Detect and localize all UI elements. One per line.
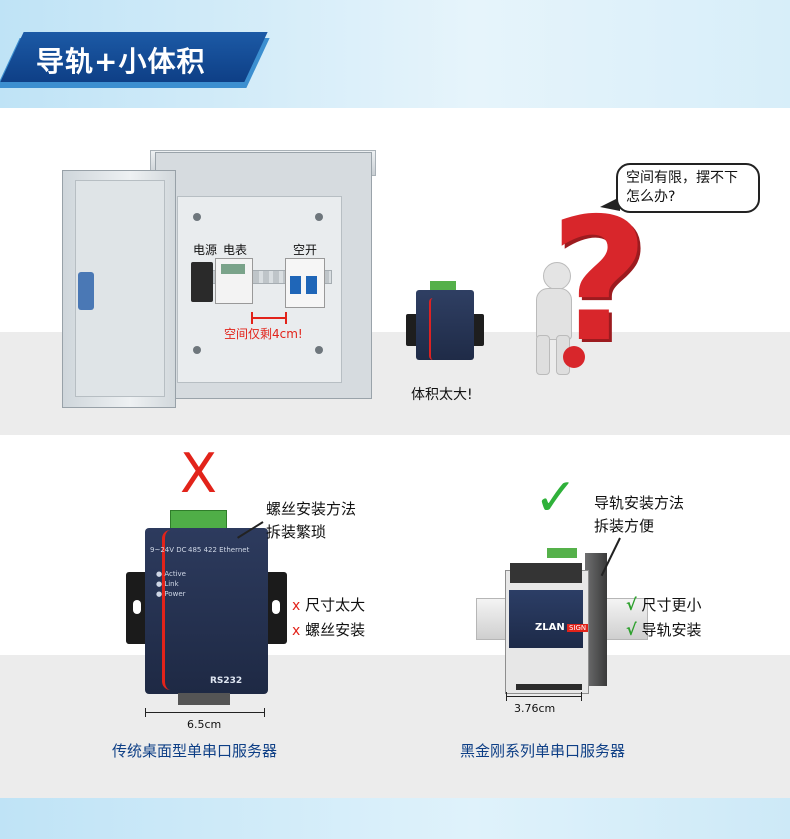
label-meter: 电表 [223,243,248,257]
thinking-person-body [536,288,572,340]
pro-item: √ 导轨安装 [626,620,702,639]
screw-icon [193,346,201,354]
brand-logo: ZLAN [535,622,565,633]
rail-install-note: 导轨安装方法 [594,494,685,512]
width-label: 3.76cm [514,702,556,715]
con-item: x 尺寸太大 [292,596,366,614]
speech-bubble-line2: 怎么办? [626,189,676,205]
device-red-stripe [429,298,437,360]
thinking-person-icon [543,262,571,290]
cross-mark-icon: X [180,442,217,505]
speech-bubble-line1: 空间有限，摆不下 [626,170,738,186]
pro-item: √ 尺寸更小 [626,595,702,614]
breaker-switch [306,276,317,294]
con-item: x 螺丝安装 [292,621,366,639]
too-big-caption: 体积太大! [411,387,473,403]
left-product-caption: 传统桌面型单串口服务器 [112,742,278,760]
footer-band [0,798,790,839]
banner-title: 导轨+小体积 [36,45,206,78]
device-model: RS232 [210,676,243,686]
brand-tag: SIGN [567,624,589,632]
din-device-face [509,590,583,648]
door-lock-icon [78,272,94,310]
desktop-serial-server [145,528,268,694]
desktop-device-small [416,290,474,360]
screw-mount-ear [126,572,148,644]
screw-icon [315,213,323,221]
din-device-foot [516,684,582,690]
check-mark-icon: ✓ [534,468,578,528]
remaining-space-note: 空间仅剩4cm! [224,327,303,341]
mount-ear [472,314,484,346]
meter-display [221,264,245,274]
screw-icon [315,346,323,354]
right-product-caption: 黑金刚系列单串口服务器 [460,742,626,760]
width-dimension [506,692,582,701]
width-label: 6.5cm [187,718,222,731]
device-red-stripe [162,530,179,690]
gray-strip-bottom [0,655,790,798]
db9-port [178,693,230,705]
din-device-side [585,553,607,686]
rail-install-note: 拆装方便 [594,517,655,535]
power-supply-icon [191,262,213,302]
device-label: ● Active [156,570,186,578]
label-power: 电源 [193,243,218,257]
breaker-switch [290,276,301,294]
device-label: ● Power [156,590,186,598]
red-ball [563,346,585,368]
screw-install-note: 螺丝安装方法 [266,500,357,518]
mount-ear [406,314,418,346]
speech-bubble [616,163,760,213]
device-label: 9~24V DC [150,546,187,554]
remaining-space-dimension [251,312,287,324]
screw-icon [193,213,201,221]
din-device-top [510,563,582,583]
label-breaker: 空开 [293,243,318,257]
screw-install-note: 拆装繁琐 [266,523,327,541]
device-label: 485 422 Ethernet [188,546,250,554]
width-dimension [145,708,265,717]
thinking-person-leg [536,335,550,375]
terminal-block [547,548,577,558]
device-label: ● Link [156,580,179,588]
speech-bubble-tail [600,197,620,211]
screw-mount-ear [265,572,287,644]
terminal-block [430,281,456,291]
